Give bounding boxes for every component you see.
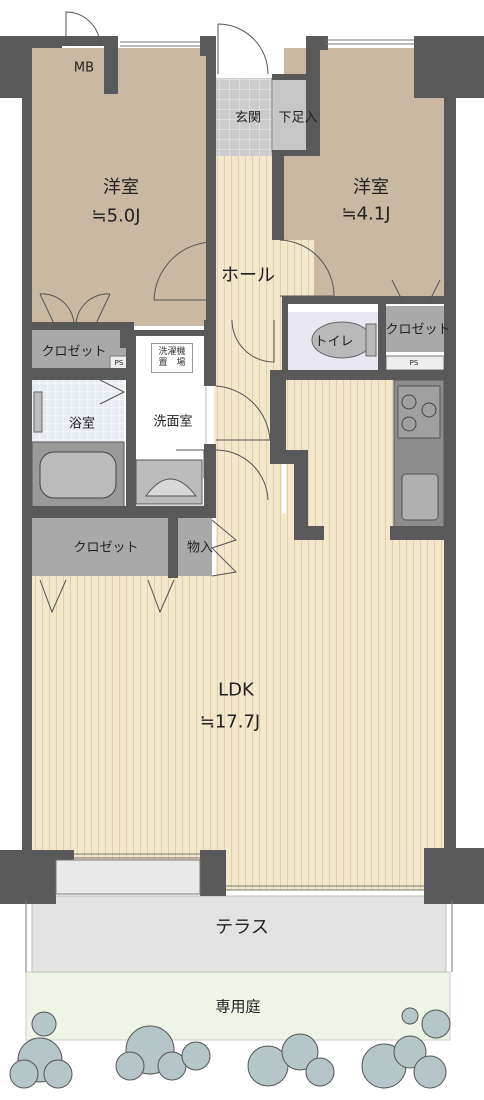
closet-right (386, 306, 444, 352)
hall-label: ホール (221, 265, 275, 286)
ps-right-label: PS (409, 359, 419, 367)
burner-1 (401, 394, 417, 410)
western-room-right-size: ≒4.1J (341, 203, 391, 225)
closet-lower-label: クロゼット (73, 540, 139, 556)
garden-shrubs (9, 1007, 451, 1089)
storage-label: 物入 (186, 540, 214, 556)
shoe-storage-label: 下足入 (278, 110, 318, 126)
garden-label: 専用庭 (215, 997, 261, 1016)
entrance-floor (216, 78, 272, 156)
bath-faucet (33, 391, 43, 433)
ldk-size: ≒17.7J (199, 711, 261, 733)
bathroom-label: 浴室 (68, 416, 96, 432)
doors (39, 11, 441, 614)
closet-left-label: クロゼット (41, 344, 107, 360)
toilet-label: トイレ (314, 334, 354, 350)
burner-3 (401, 416, 417, 432)
kitchen-sink (401, 473, 439, 521)
washing-machine-line1: 洗濯機 (158, 347, 186, 357)
walls (0, 36, 484, 904)
shoe-storage (271, 77, 309, 153)
garden-area (25, 971, 451, 1041)
western-room-right-name: 洋室 (353, 177, 389, 198)
terrace-label: テラス (215, 917, 269, 938)
bathtub-inner (39, 451, 117, 499)
hall-floor-upper (214, 240, 314, 300)
washing-machine-line2: 置 場 (158, 358, 186, 368)
entrance-label: 玄関 (234, 110, 262, 126)
storage-closet (178, 518, 212, 576)
wash-basin-bowl (145, 478, 198, 497)
mb-label: MB (73, 60, 95, 76)
bathroom-floor (32, 380, 124, 442)
burner-2 (421, 402, 437, 418)
stove-top (397, 385, 441, 439)
ldk-floor (32, 576, 444, 890)
terrace-area (31, 895, 447, 973)
toilet-tank (365, 323, 377, 357)
closet-lower (32, 518, 168, 576)
western-room-left (32, 48, 208, 326)
ps-left-label: PS (114, 359, 124, 367)
washroom-label: 洗面室 (153, 414, 193, 430)
western-room-left-size: ≒5.0J (91, 205, 141, 227)
washing-machine-area: 洗濯機 置 場 (151, 343, 193, 373)
closet-right-label: クロゼット (385, 322, 451, 338)
windows (25, 39, 453, 972)
western-room-left-name: 洋室 (103, 177, 139, 198)
ldk-name: LDK (218, 679, 254, 701)
